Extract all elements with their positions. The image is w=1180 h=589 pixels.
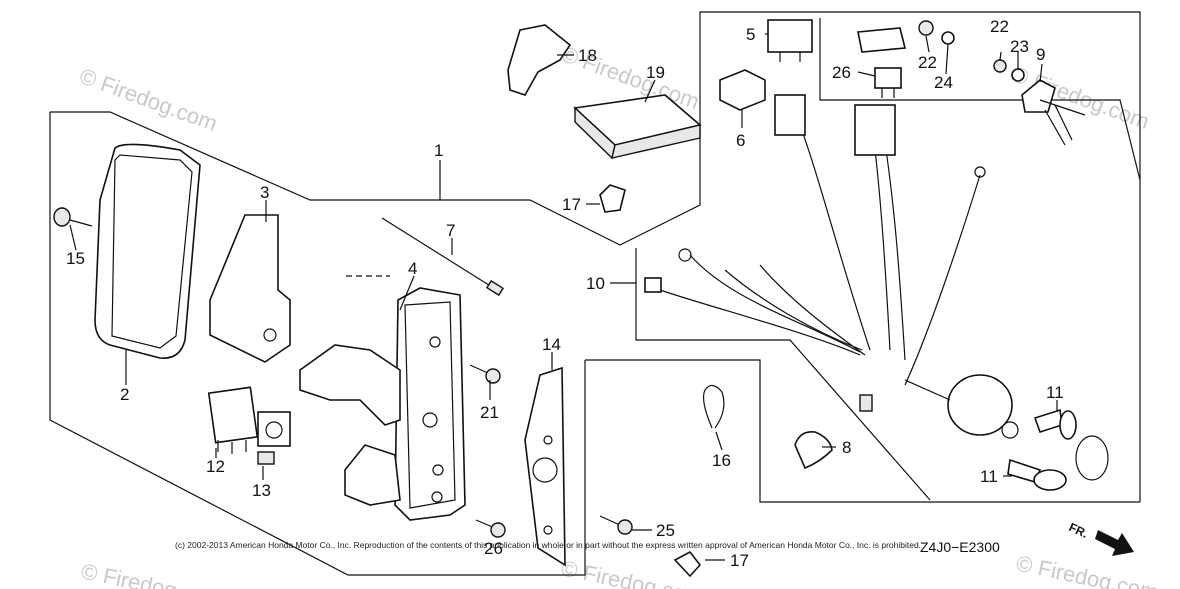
callout-2: 2 [120,385,129,404]
callout-12: 12 [206,457,225,476]
part-11-key-upper [1033,408,1109,481]
part-6-connector [719,69,766,111]
callout-15: 15 [66,249,85,268]
part-21-screw [469,364,501,384]
part-12-switch [207,386,259,454]
part-13-breaker [257,411,291,465]
callout-19: 19 [646,63,665,82]
watermark-6: © Firedog.com [1014,550,1161,589]
part-22-nut-b [993,59,1007,73]
callout-11-upper: 11 [1046,383,1064,402]
callouts: 1 2 3 4 5 6 7 8 9 10 11 11 12 13 14 15 1… [66,17,1064,570]
copyright-notice: (c) 2002-2013 American Honda Motor Co., … [175,540,921,550]
part-23-washer [1011,68,1025,82]
callout-7: 7 [446,221,455,240]
part-26-screw-lower [475,519,506,538]
leader-lines [69,33,1086,561]
callout-1: 1 [434,141,443,160]
callout-22-b: 22 [990,17,1009,36]
part-26-fuse [874,67,902,98]
part-5-relay [767,19,813,62]
part-7-cable [381,217,505,297]
callout-16: 16 [712,451,731,470]
callout-13: 13 [252,481,271,500]
callout-10: 10 [586,274,605,293]
callout-18: 18 [578,46,597,65]
part-10-harness [644,94,986,412]
part-2-cover [94,143,201,359]
callout-26: 26 [832,63,851,82]
callout-26-lower: 26 [484,539,503,558]
callout-14: 14 [542,335,561,354]
part-3-bracket [209,214,291,363]
callout-6: 6 [736,131,745,150]
ignition-switch [904,374,1019,439]
watermark-1: © Firedog.com [76,63,220,136]
part-24-washer [941,31,955,45]
callout-23: 23 [1010,37,1029,56]
fuse-holder-cap [857,27,907,53]
watermark-4: © Firedog.com [79,558,226,589]
callout-3: 3 [260,183,269,202]
callout-11-lower: 11 [980,467,998,486]
outline-frames [49,11,1141,576]
part-18-clip [507,24,572,96]
direction-label: FR. [1067,520,1090,541]
part-25-screw [599,515,633,535]
part-17-clip-lower [673,550,702,578]
arrow-right-icon [1095,530,1134,556]
callout-5: 5 [746,25,755,44]
callout-17-lower: 17 [730,551,749,570]
diagram-code: Z4J0−E2300 [920,539,1000,555]
callout-17-upper: 17 [562,195,581,214]
part-11-key-lower [1007,458,1067,491]
part-4-control-box [299,287,466,521]
part-9-sensor [1021,79,1073,146]
callout-4: 4 [408,259,417,278]
callout-25: 25 [656,521,675,540]
part-17-clip-upper [599,184,626,213]
part-14-gasket [524,366,566,567]
front-direction-indicator: FR. [1067,520,1134,556]
callout-9: 9 [1036,45,1045,64]
callout-8: 8 [842,438,851,457]
callout-24: 24 [934,73,953,92]
part-22-nut-a [918,20,934,36]
callout-22-a: 22 [918,53,937,72]
part-16-band [702,384,725,429]
callout-21: 21 [480,403,499,422]
part-8-clamp [794,430,833,470]
part-15-screw [53,207,93,227]
part-19-sponge [573,94,702,160]
